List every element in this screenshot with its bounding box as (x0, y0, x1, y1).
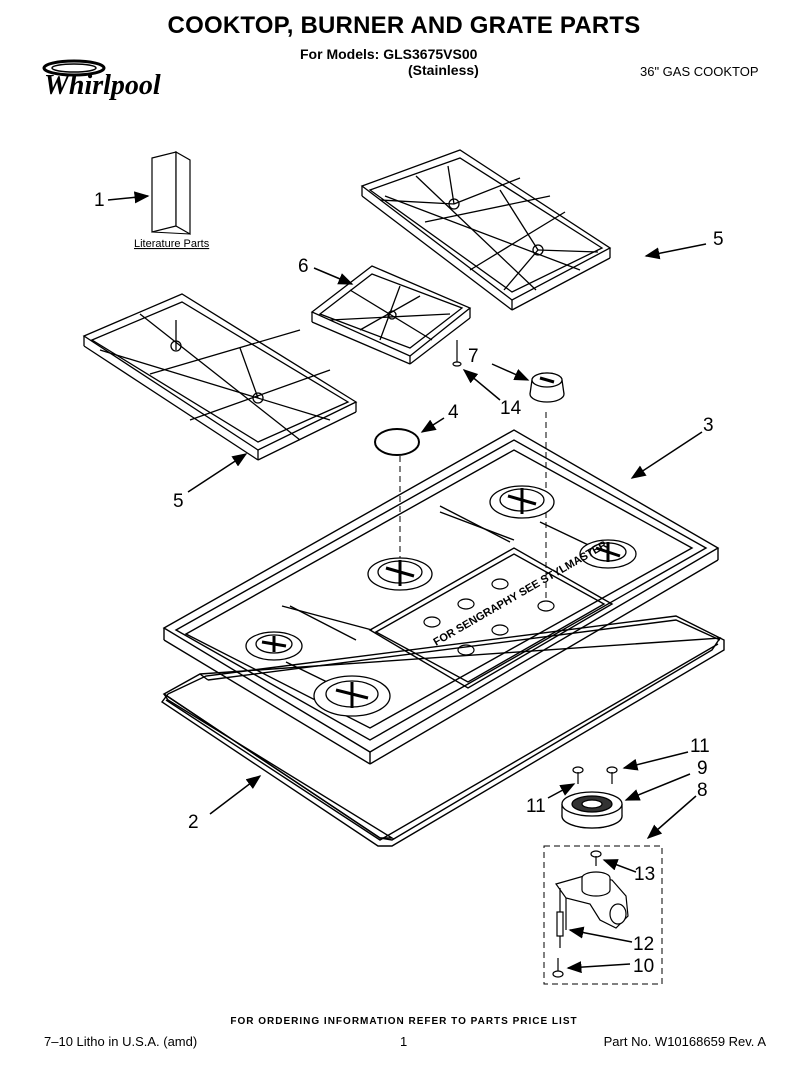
callout-3: 3 (703, 415, 714, 436)
burner-rear-center (489, 485, 555, 519)
callout-12: 12 (633, 934, 654, 955)
screw-11-left (572, 766, 584, 784)
callout-1: 1 (94, 190, 105, 211)
callout-8: 8 (697, 780, 708, 801)
ordering-note: FOR ORDERING INFORMATION REFER TO PARTS … (230, 1016, 578, 1027)
whirlpool-logo: Whirlpool (40, 56, 175, 104)
screw-10 (552, 958, 564, 978)
litho-line: 7–10 Litho in U.S.A. (amd) (44, 1034, 198, 1049)
callout-7: 7 (468, 346, 479, 367)
igniter-12 (556, 911, 564, 948)
callout-4: 4 (448, 402, 459, 423)
callout-13: 13 (634, 864, 655, 885)
literature-booklet (151, 150, 191, 236)
cap-gasket-4 (374, 428, 420, 456)
finish-label: (Stainless) (408, 62, 479, 78)
cooktop-main-top (162, 429, 720, 765)
callout-11-left: 11 (526, 796, 546, 817)
callout-6: 6 (298, 256, 309, 277)
literature-parts-label: Literature Parts (134, 238, 210, 250)
callout-10: 10 (633, 956, 654, 977)
screw-14 (452, 340, 462, 367)
models-line: For Models: GLS3675VS00 (300, 46, 478, 62)
callout-5-right: 5 (713, 229, 724, 250)
cooktop-gasket-2 (160, 615, 725, 847)
callout-9: 9 (697, 758, 708, 779)
burner-front-left (245, 631, 303, 661)
callout-5-left: 5 (173, 491, 184, 512)
part-number: Part No. W10168659 Rev. A (603, 1034, 766, 1049)
grate-center-small (310, 265, 472, 365)
screw-11-right (606, 766, 618, 784)
knob-7 (529, 372, 565, 403)
screw-13 (590, 850, 602, 866)
burner-head-9 (561, 791, 623, 829)
brand-wordmark: Whirlpool (44, 70, 161, 101)
burner-right (579, 539, 637, 569)
callout-11-right: 11 (690, 736, 710, 757)
burner-base-assembly-box (543, 845, 663, 985)
page-number: 1 (400, 1034, 408, 1049)
callout-2: 2 (188, 812, 199, 833)
burner-front-center (313, 675, 391, 717)
cooktop-type: 36" GAS COOKTOP (640, 64, 759, 79)
grate-left-large (82, 293, 358, 461)
callout-14: 14 (500, 398, 522, 419)
page-title: COOKTOP, BURNER AND GRATE PARTS (167, 12, 641, 39)
burner-base-8 (555, 871, 629, 930)
burner-rear-left (367, 557, 433, 591)
grate-right-large (360, 149, 612, 311)
